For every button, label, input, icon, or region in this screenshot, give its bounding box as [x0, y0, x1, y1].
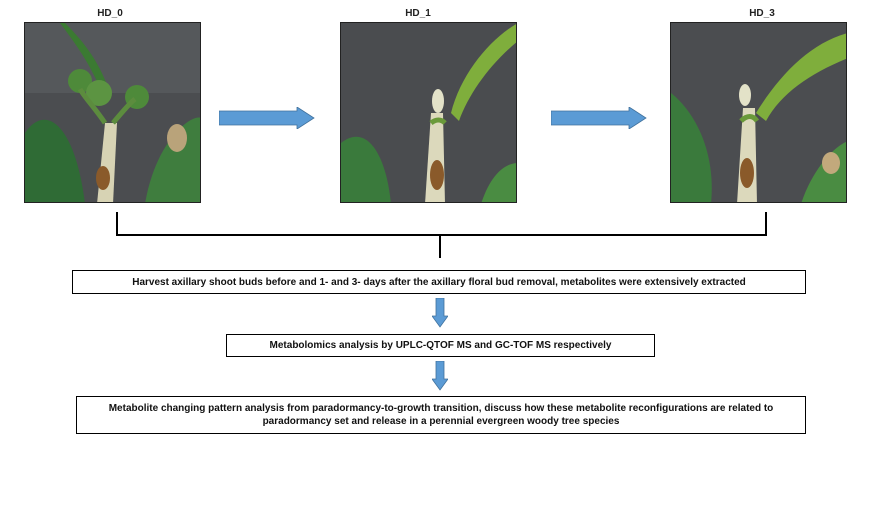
bracket-left — [116, 212, 118, 236]
bracket-right — [765, 212, 767, 236]
bracket-stem — [439, 234, 441, 258]
arrow-right-icon — [219, 107, 315, 129]
step-box-analysis: Metabolite changing pattern analysis fro… — [76, 396, 806, 434]
stage-label-hd0: HD_0 — [97, 8, 123, 19]
bracket-bottom — [116, 234, 767, 236]
stage-label-hd1: HD_1 — [405, 8, 431, 19]
step-box-harvest: Harvest axillary shoot buds before and 1… — [72, 270, 806, 294]
stage-label-hd3: HD_3 — [749, 8, 775, 19]
arrow-right-icon — [551, 107, 647, 129]
step-text-metabolomics: Metabolomics analysis by UPLC-QTOF MS an… — [269, 340, 612, 351]
step-text-harvest: Harvest axillary shoot buds before and 1… — [132, 276, 746, 288]
step-box-metabolomics: Metabolomics analysis by UPLC-QTOF MS an… — [226, 334, 655, 357]
arrow-down-icon — [432, 361, 448, 391]
photo-hd1 — [340, 22, 517, 203]
photo-hd3 — [670, 22, 847, 203]
arrow-down-icon — [432, 298, 448, 328]
step-text-analysis: Metabolite changing pattern analysis fro… — [108, 403, 774, 427]
photo-hd0 — [24, 22, 201, 203]
